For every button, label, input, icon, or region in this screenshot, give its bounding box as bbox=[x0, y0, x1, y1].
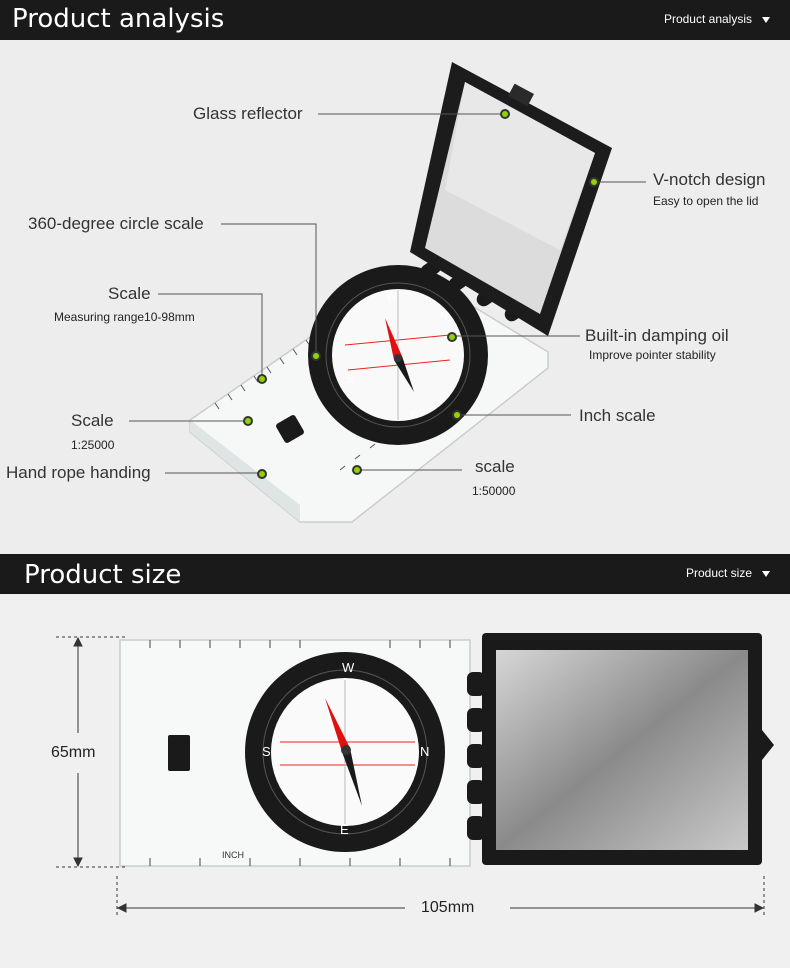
size-bezel-s: S bbox=[262, 744, 271, 759]
dimension-height: 65mm bbox=[51, 744, 96, 761]
nav-product-size[interactable]: Product size bbox=[686, 566, 770, 580]
size-bezel-e: E bbox=[340, 822, 349, 837]
section-title-size: Product size bbox=[24, 560, 182, 590]
label-scale-a-sub: Measuring range10-98mm bbox=[54, 310, 195, 324]
compass-analysis-illustration: N S W E bbox=[129, 62, 646, 523]
label-scale-b: Scale bbox=[71, 411, 114, 430]
size-lanyard-clip bbox=[168, 735, 190, 771]
lanyard-clip bbox=[276, 415, 304, 443]
dimension-width: 105mm bbox=[421, 899, 475, 916]
label-scale-a: Scale bbox=[108, 284, 151, 303]
size-bezel-n: N bbox=[420, 744, 429, 759]
size-hinge-rollers bbox=[467, 672, 485, 840]
label-damping: Built-in damping oil bbox=[585, 326, 729, 345]
size-ruler-ticks bbox=[149, 640, 451, 866]
label-glass-reflector: Glass reflector bbox=[193, 104, 303, 123]
baseplate-edge bbox=[190, 420, 300, 522]
dropdown-arrow-icon bbox=[762, 571, 770, 577]
bezel-letter-e: E bbox=[410, 409, 417, 421]
product-analysis-banner: Product analysis Product analysis bbox=[0, 0, 790, 40]
callout-lines bbox=[129, 113, 646, 474]
bezel-letter-w: W bbox=[386, 291, 397, 303]
bezel-letter-s: S bbox=[346, 373, 353, 385]
callout-dots bbox=[243, 109, 599, 479]
label-hand-rope: Hand rope handing bbox=[6, 463, 151, 482]
section-title-analysis: Product analysis bbox=[12, 4, 225, 34]
dimension-lines bbox=[56, 636, 765, 916]
product-size-banner: Product size Product size bbox=[0, 554, 790, 594]
compass-needle-north bbox=[385, 318, 402, 360]
dropdown-arrow-icon bbox=[762, 17, 770, 23]
label-scale-c: scale bbox=[475, 457, 515, 476]
size-needle-north bbox=[325, 698, 350, 752]
label-vnotch-sub: Easy to open the lid bbox=[653, 194, 759, 208]
label-damping-sub: Improve pointer stability bbox=[589, 348, 716, 362]
label-inch-scale: Inch scale bbox=[579, 406, 656, 425]
label-scale-c-sub: 1:50000 bbox=[472, 484, 516, 498]
label-scale-b-sub: 1:25000 bbox=[71, 438, 115, 452]
label-vnotch: V-notch design bbox=[653, 170, 766, 189]
size-needle-south bbox=[342, 748, 362, 806]
nav-product-analysis[interactable]: Product analysis bbox=[664, 12, 770, 26]
inch-scale-mark: INCH bbox=[222, 850, 244, 860]
lid-tab bbox=[508, 83, 534, 107]
bezel-letter-n: N bbox=[440, 310, 448, 322]
size-bezel-w: W bbox=[342, 660, 355, 675]
nav-label: Product size bbox=[685, 566, 752, 580]
label-circle-scale: 360-degree circle scale bbox=[28, 214, 204, 233]
compass-needle-south bbox=[394, 356, 414, 392]
nav-label: Product analysis bbox=[663, 12, 752, 26]
size-vnotch bbox=[762, 730, 774, 760]
